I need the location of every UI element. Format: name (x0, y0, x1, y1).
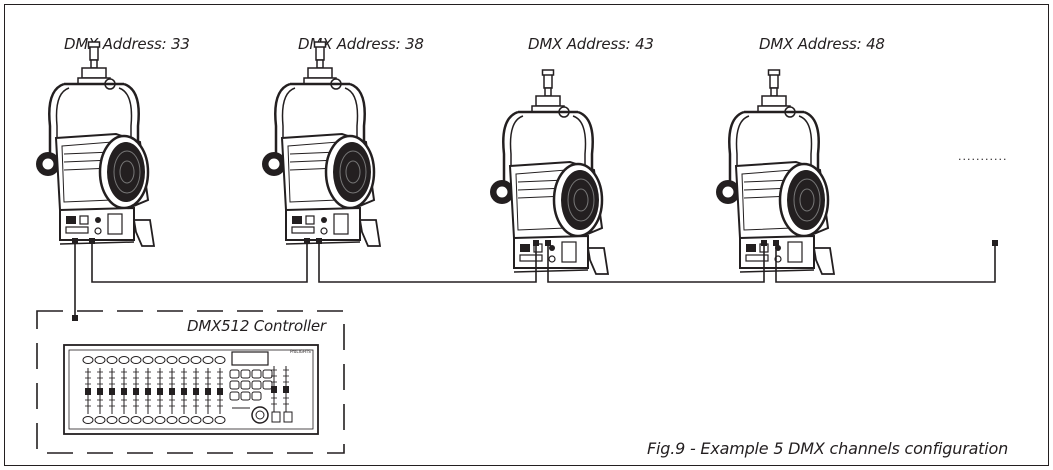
fixture-2-address-label: DMX Address: 38 (298, 35, 424, 53)
controller-frame (36, 310, 345, 454)
figure-frame (4, 4, 1049, 466)
fixture-2-icon (260, 40, 382, 248)
fixture-1-icon (34, 40, 156, 248)
fixture-3-address-label: DMX Address: 43 (528, 35, 654, 53)
dmx512-controller: ProLIGHTS (63, 344, 319, 435)
fixture-4-address-label: DMX Address: 48 (759, 35, 885, 53)
dmx-connectors (72, 238, 998, 321)
figure-caption: Fig.9 - Example 5 DMX channels configura… (647, 439, 1009, 458)
continuation-dots: ........... (958, 150, 1008, 163)
dmx-cables (74, 244, 996, 315)
controller-label: DMX512 Controller (187, 317, 326, 335)
controller-brand: ProLIGHTS (290, 349, 311, 354)
